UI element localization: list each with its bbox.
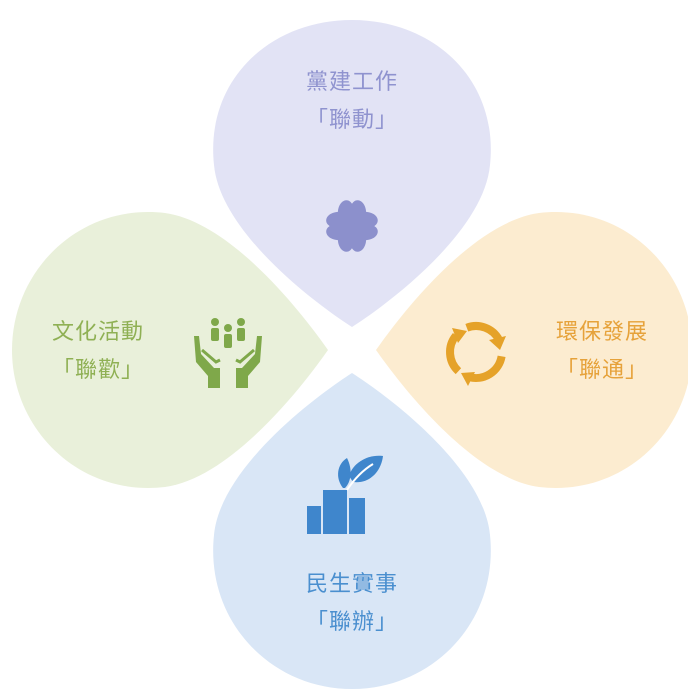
label-livelihood-affairs: 民生實事 「聯辦」 [282,566,422,642]
subtitle-environmental-development: 「聯通」 [555,358,648,383]
title-livelihood-affairs: 民生實事 [305,572,398,597]
hands-holding-people-icon [194,318,262,388]
recycle-arrows-icon [446,322,506,386]
subtitle-party-building: 「聯動」 [305,108,398,133]
subtitle-cultural-activities: 「聯歡」 [51,358,144,383]
label-cultural-activities: 文化活動 「聯歡」 [28,314,168,390]
label-party-building: 黨建工作 「聯動」 [282,64,422,140]
label-environmental-development: 環保發展 「聯通」 [532,314,672,390]
petal-top [213,20,491,327]
four-leaf-clover-icon [326,200,378,252]
title-party-building: 黨建工作 [305,70,398,95]
title-cultural-activities: 文化活動 [51,320,144,345]
subtitle-livelihood-affairs: 「聯辦」 [305,610,398,635]
petal-right [376,212,688,488]
petal-left [12,212,328,488]
green-building-icon [307,455,383,534]
title-environmental-development: 環保發展 [555,320,648,345]
